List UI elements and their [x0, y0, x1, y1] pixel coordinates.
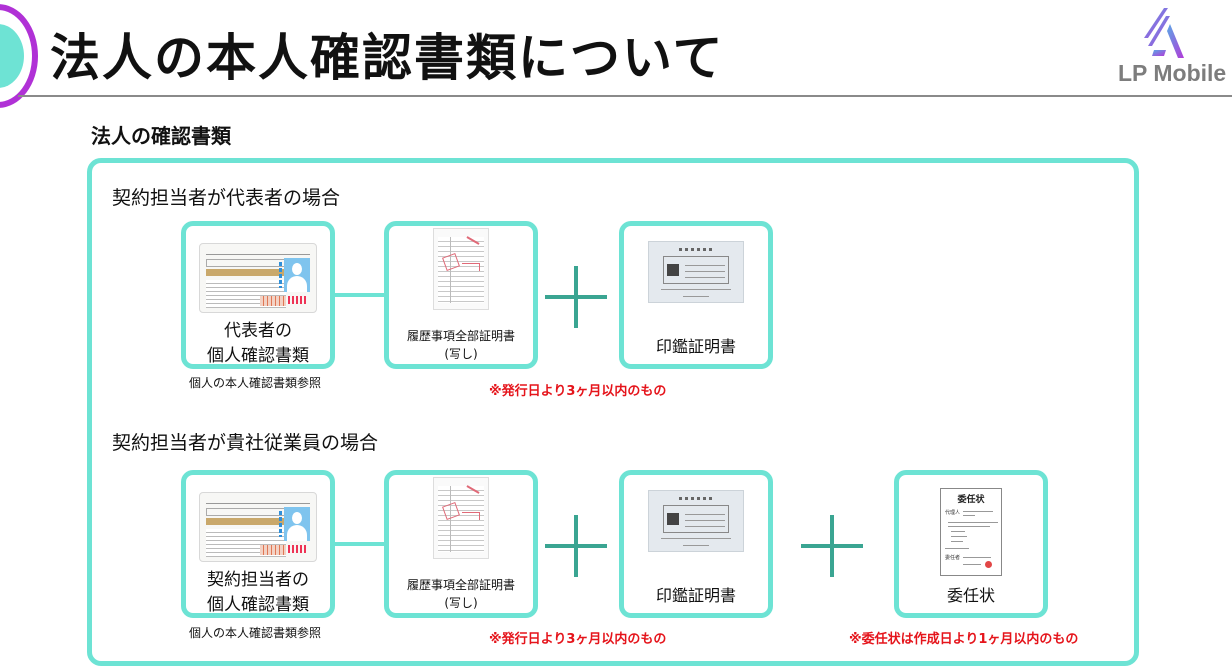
card-power-of-attorney: 委任状 代理人 委任者 委任状 — [894, 470, 1048, 618]
registry-document-icon — [433, 228, 489, 310]
card-label-line2: (写し) — [444, 347, 478, 361]
lp-mobile-logo: LP Mobile — [1118, 2, 1232, 92]
connector-line — [335, 542, 385, 546]
card-label-line1: 履歴事項全部証明書 — [406, 329, 515, 343]
logo-text: LP Mobile — [1118, 60, 1227, 86]
title-bullet-icon — [0, 4, 38, 108]
case-title-employee: 契約担当者が貴社従業員の場合 — [112, 432, 379, 454]
card-registry-certificate: 履歴事項全部証明書 (写し) — [384, 221, 538, 369]
validity-note: ※発行日より3ヶ月以内のもの — [489, 384, 667, 399]
id-reference-note: 個人の本人確認書類参照 — [189, 376, 322, 390]
id-reference-note: 個人の本人確認書類参照 — [189, 626, 322, 640]
title-bullet-fill — [0, 24, 24, 88]
poa-field-agent: 代理人 — [945, 510, 961, 516]
poa-validity-note: ※委任状は作成日より1ヶ月以内のもの — [849, 632, 1079, 647]
id-card-icon — [199, 243, 317, 313]
hanko-seal-icon — [985, 561, 992, 568]
header-divider — [18, 95, 1232, 97]
plus-icon — [545, 515, 607, 577]
logo-mark-icon — [1144, 8, 1184, 58]
poa-doc-title: 委任状 — [957, 495, 985, 505]
id-card-icon — [199, 492, 317, 562]
card-label-line2: 個人確認書類 — [207, 346, 309, 366]
validity-note: ※発行日より3ヶ月以内のもの — [489, 632, 667, 647]
card-representative-id: 代表者の 個人確認書類 — [181, 221, 335, 369]
card-label-line1: 委任状 — [946, 586, 995, 605]
seal-certificate-icon — [648, 241, 744, 303]
case-title-representative: 契約担当者が代表者の場合 — [112, 187, 341, 209]
section-title: 法人の確認書類 — [91, 124, 231, 148]
card-seal-certificate: 印鑑証明書 — [619, 221, 773, 369]
card-employee-id: 契約担当者の 個人確認書類 — [181, 470, 335, 618]
power-of-attorney-icon: 委任状 代理人 委任者 — [940, 488, 1002, 576]
card-label-line1: 印鑑証明書 — [655, 337, 736, 356]
registry-document-icon — [433, 477, 489, 559]
card-label-line1: 契約担当者の — [207, 570, 309, 590]
card-label-line1: 履歴事項全部証明書 — [406, 578, 515, 592]
card-registry-certificate: 履歴事項全部証明書 (写し) — [384, 470, 538, 618]
poa-field-principal: 委任者 — [945, 555, 961, 561]
seal-certificate-icon — [648, 490, 744, 552]
card-seal-certificate: 印鑑証明書 — [619, 470, 773, 618]
card-label-line1: 代表者の — [224, 321, 292, 341]
page-title: 法人の本人確認書類について — [50, 29, 725, 87]
plus-icon — [545, 266, 607, 328]
plus-icon — [801, 515, 863, 577]
card-label-line1: 印鑑証明書 — [655, 586, 736, 605]
connector-line — [335, 293, 385, 297]
card-label-line2: (写し) — [444, 596, 478, 610]
card-label-line2: 個人確認書類 — [207, 595, 309, 615]
